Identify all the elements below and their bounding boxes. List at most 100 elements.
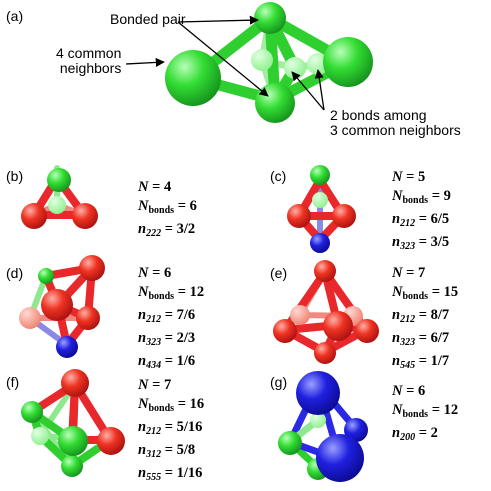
panel-label-f: (f) xyxy=(6,374,20,390)
equation-subscript: 434 xyxy=(146,360,162,371)
equation-value: = 1/7 xyxy=(418,353,450,369)
equation-value: = 6 xyxy=(406,383,426,399)
equation-value: = 15 xyxy=(431,284,459,300)
equation-symbol: N xyxy=(138,198,149,214)
equation-symbol: N xyxy=(392,402,403,418)
panel-label-a: (a) xyxy=(6,8,24,24)
atom xyxy=(254,2,286,34)
equation-symbol: n xyxy=(392,211,401,227)
cluster-b xyxy=(21,165,98,229)
equation-symbol: n xyxy=(392,425,401,441)
equation-subscript: 312 xyxy=(146,449,162,460)
equation-row: Nbonds = 12 xyxy=(138,283,204,306)
equation-subscript: bonds xyxy=(402,195,429,206)
equation-value: = 2 xyxy=(418,425,438,441)
equation-row: Nbonds = 9 xyxy=(392,187,451,210)
equation-value: = 5/8 xyxy=(164,442,196,458)
panel-label-b: (b) xyxy=(6,168,24,184)
equation-row: N = 4 xyxy=(138,178,197,197)
equation-row: N = 7 xyxy=(392,264,458,283)
cluster-g xyxy=(278,371,368,482)
equation-symbol: n xyxy=(138,330,147,346)
panel-label-g: (g) xyxy=(270,374,288,390)
equation-value: = 12 xyxy=(431,402,459,418)
equation-symbol: n xyxy=(138,307,147,323)
cluster-e xyxy=(273,260,379,364)
equation-symbol: n xyxy=(138,221,147,237)
panel-label-e: (e) xyxy=(270,265,288,281)
equation-subscript: bonds xyxy=(402,291,429,302)
equation-symbol: N xyxy=(392,284,403,300)
cluster-f xyxy=(21,369,125,477)
equation-row: Nbonds = 15 xyxy=(392,283,458,306)
cluster-d xyxy=(19,255,105,358)
equation-symbol: n xyxy=(138,465,147,481)
annotation-bonded-pair: Bonded pair xyxy=(110,11,186,27)
equation-row: n222 = 3/2 xyxy=(138,220,197,243)
equation-row: n212 = 7/6 xyxy=(138,306,204,329)
equation-row: N = 6 xyxy=(392,382,458,401)
equation-row: n212 = 5/16 xyxy=(138,418,204,441)
equation-value: = 7 xyxy=(406,265,426,281)
equation-value: = 12 xyxy=(177,284,205,300)
equation-row: n323 = 2/3 xyxy=(138,329,204,352)
equation-value: = 4 xyxy=(152,179,172,195)
annotation-bonds-among: 2 bonds among 3 common neighbors xyxy=(330,107,461,138)
equation-row: n434 = 1/6 xyxy=(138,352,204,375)
equation-value: = 6 xyxy=(152,265,172,281)
equation-value: = 7/6 xyxy=(164,307,196,323)
equation-row: n212 = 8/7 xyxy=(392,306,458,329)
equation-value: = 5 xyxy=(406,169,426,185)
equation-symbol: n xyxy=(392,234,401,250)
equation-symbol: n xyxy=(138,442,147,458)
equation-row: n545 = 1/7 xyxy=(392,352,458,375)
equation-value: = 1/6 xyxy=(164,353,196,369)
equation-row: Nbonds = 6 xyxy=(138,197,197,220)
equation-value: = 6/7 xyxy=(418,330,450,346)
equation-value: = 3/2 xyxy=(164,221,196,237)
equation-value: = 6 xyxy=(177,198,197,214)
equation-subscript: 212 xyxy=(146,314,162,325)
equation-value: = 7 xyxy=(152,377,172,393)
equation-subscript: 555 xyxy=(146,472,162,483)
equation-value: = 5/16 xyxy=(164,419,203,435)
cluster-a xyxy=(165,2,373,123)
equation-value: = 9 xyxy=(431,188,451,204)
equation-subscript: 323 xyxy=(400,337,416,348)
equation-subscript: 200 xyxy=(400,432,416,443)
equation-row: n200 = 2 xyxy=(392,424,458,447)
equation-subscript: 323 xyxy=(400,241,416,252)
equation-subscript: 212 xyxy=(400,218,416,229)
equation-symbol: n xyxy=(138,419,147,435)
equation-row: Nbonds = 12 xyxy=(392,401,458,424)
equation-symbol: N xyxy=(392,169,403,185)
equation-symbol: n xyxy=(138,353,147,369)
equation-symbol: n xyxy=(392,307,401,323)
equation-subscript: bonds xyxy=(148,403,175,414)
equation-row: n212 = 6/5 xyxy=(392,210,451,233)
annotation-common-neighbors: 4 common neighbors xyxy=(56,45,122,76)
equation-row: Nbonds = 16 xyxy=(138,395,204,418)
equation-subscript: 323 xyxy=(146,337,162,348)
equation-row: N = 6 xyxy=(138,264,204,283)
equation-row: n323 = 3/5 xyxy=(392,233,451,256)
equation-subscript: bonds xyxy=(402,409,429,420)
atom xyxy=(323,37,373,87)
atom xyxy=(255,83,295,123)
equation-symbol: N xyxy=(138,284,149,300)
equation-subscript: 222 xyxy=(146,228,162,239)
equation-value: = 6/5 xyxy=(418,211,450,227)
equation-value: = 16 xyxy=(177,396,205,412)
equation-row: n323 = 6/7 xyxy=(392,329,458,352)
equation-row: n312 = 5/8 xyxy=(138,441,204,464)
equation-row: N = 5 xyxy=(392,168,451,187)
panel-label-d: (d) xyxy=(6,265,24,281)
equation-symbol: N xyxy=(138,265,149,281)
equation-subscript: bonds xyxy=(148,291,175,302)
atom xyxy=(165,50,221,106)
